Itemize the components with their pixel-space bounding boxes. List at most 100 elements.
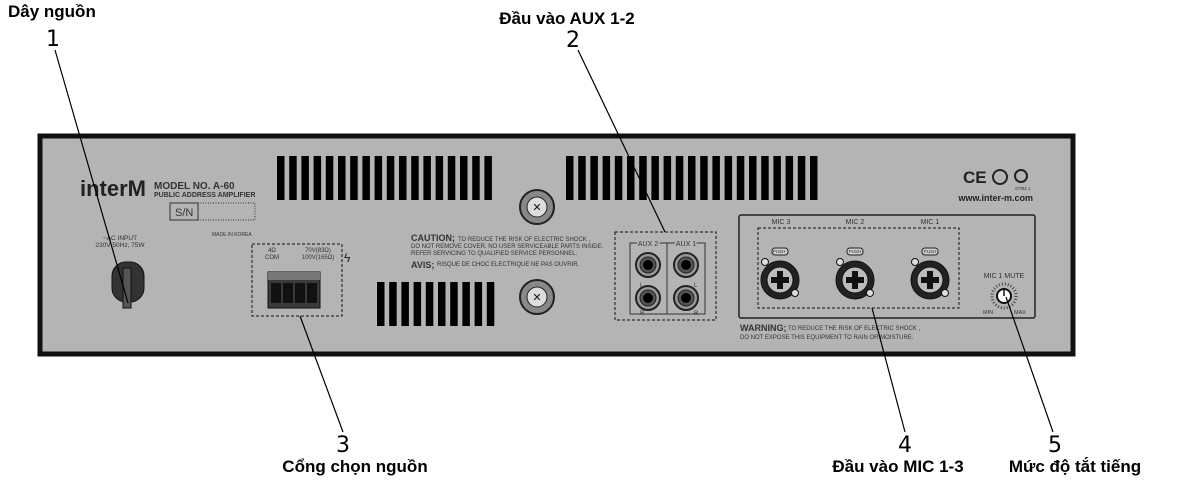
push-label: PUSH: [849, 249, 862, 254]
terminal-70v: 70V(83Ω): [305, 248, 331, 254]
callout-1-label: Dây nguồn: [8, 2, 96, 21]
vent-slot: [614, 156, 623, 200]
callout-3-number: 3: [336, 433, 350, 458]
vent-slot: [301, 156, 309, 200]
screw-icon: [791, 289, 799, 297]
max-label: MAX: [1014, 310, 1026, 316]
terminal-com: COM: [265, 255, 279, 261]
vent-slot: [401, 282, 409, 326]
screw-icon: [836, 258, 844, 266]
power-cord-icon: [111, 261, 145, 309]
svg-text:✕: ✕: [532, 292, 541, 304]
vent-slot: [785, 156, 794, 200]
screw-icon: [866, 289, 874, 297]
vent-slot: [374, 156, 383, 200]
vent-slot: [377, 282, 385, 326]
avis-title: AVIS;: [411, 260, 434, 270]
screw-icon: [911, 258, 919, 266]
push-label: PUSH: [924, 249, 937, 254]
vent-slot: [712, 156, 720, 200]
caution-line: REFER SERVICING TO QUALIFIED SERVICE PER…: [411, 251, 578, 257]
ac-input-label: ~AC INPUT: [103, 235, 137, 242]
serial-box: [169, 202, 199, 221]
avis-text: RISQUE DE CHOC ELECTRIQUE NE PAS OUVRIR.: [437, 262, 580, 268]
callout-2-label: Đầu vào AUX 1-2: [499, 9, 634, 28]
callout-5-label: Mức độ tắt tiếng: [1009, 457, 1141, 476]
vent-slot: [411, 156, 419, 200]
right-label: R: [640, 311, 645, 317]
rca-jack[interactable]: [635, 252, 661, 278]
right-label: R: [694, 311, 699, 317]
vent-slot: [338, 156, 346, 200]
mic3-label: MIC 3: [772, 219, 791, 226]
vent-slot: [724, 156, 733, 200]
mic-input-box: [757, 227, 960, 309]
warning-line: TO REDUCE THE RISK OF ELECTRIC SHOCK ,: [788, 326, 920, 332]
serial-field: [197, 202, 256, 221]
vent-slot: [566, 156, 574, 200]
mic1-label: MIC 1: [921, 219, 940, 226]
rca-jack[interactable]: [673, 285, 699, 311]
vent-slot: [700, 156, 708, 200]
vent-slot: [460, 156, 468, 200]
min-label: MIN: [983, 310, 993, 316]
vent-slot: [761, 156, 769, 200]
serial-label: S/N: [175, 207, 193, 219]
website-label: www.inter-m.com: [957, 193, 1033, 203]
made-in-label: MADE IN KOREA: [212, 232, 252, 238]
left-label: L: [640, 283, 644, 289]
push-label: PUSH: [773, 249, 786, 254]
vent-slot: [627, 156, 635, 200]
vent-slot: [425, 282, 434, 326]
vent-slot: [386, 156, 395, 200]
xlr-combo-jack[interactable]: [835, 247, 875, 300]
vent-slot: [773, 156, 781, 200]
aux-input-box: [614, 231, 717, 321]
mic2-label: MIC 2: [846, 219, 865, 226]
mute-label: MIC 1 MUTE: [984, 273, 1025, 280]
caution-title: CAUTION;: [411, 233, 455, 243]
vent-slot: [484, 156, 492, 200]
vent-slot: [413, 282, 422, 326]
vent-slot: [810, 156, 818, 200]
vent-slot: [350, 156, 358, 200]
callout-5-number: 5: [1048, 433, 1062, 458]
recycle-mark-icon: [1014, 169, 1028, 183]
vent-slot: [289, 156, 297, 200]
callout-1-number: 1: [46, 27, 60, 52]
xlr-combo-jack[interactable]: [760, 247, 800, 300]
terminal-4ohm: 4Ω: [268, 248, 276, 254]
leader-lines: [54, 49, 1054, 433]
vent-slot: [590, 156, 598, 200]
brand-logo: interM: [80, 176, 146, 201]
rca-jack[interactable]: [635, 285, 661, 311]
vent-slot: [602, 156, 611, 200]
left-label: L: [694, 283, 698, 289]
vent-slots: [277, 156, 818, 326]
vent-slot: [639, 156, 647, 200]
callout-4-number: 4: [898, 433, 912, 458]
pct-mark-icon: [992, 169, 1008, 185]
svg-text:✕: ✕: [532, 202, 541, 214]
callout-2-number: 2: [566, 28, 580, 53]
speaker-terminal-block[interactable]: [267, 271, 321, 309]
vent-slot: [797, 156, 806, 200]
vent-slot: [749, 156, 757, 200]
screw-icon: [941, 289, 949, 297]
xlr-combo-jack[interactable]: [910, 247, 950, 300]
terminal-100v: 100V(165Ω): [302, 255, 335, 261]
vent-slot: [435, 156, 444, 200]
vent-slot: [663, 156, 672, 200]
vent-slot: [399, 156, 407, 200]
vent-slot: [688, 156, 696, 200]
vent-slot: [438, 282, 446, 326]
aux1-label: AUX 1: [676, 241, 696, 248]
warning-title: WARNING;: [740, 323, 787, 333]
screw-icon: ✕: [519, 189, 555, 225]
vent-slot: [362, 156, 370, 200]
vent-slot: [675, 156, 684, 200]
ce-mark: CE: [963, 168, 987, 187]
rca-jack[interactable]: [673, 252, 699, 278]
warning-line: DO NOT EXPOSE THIS EQUIPMENT TO RAIN OR …: [740, 335, 914, 341]
